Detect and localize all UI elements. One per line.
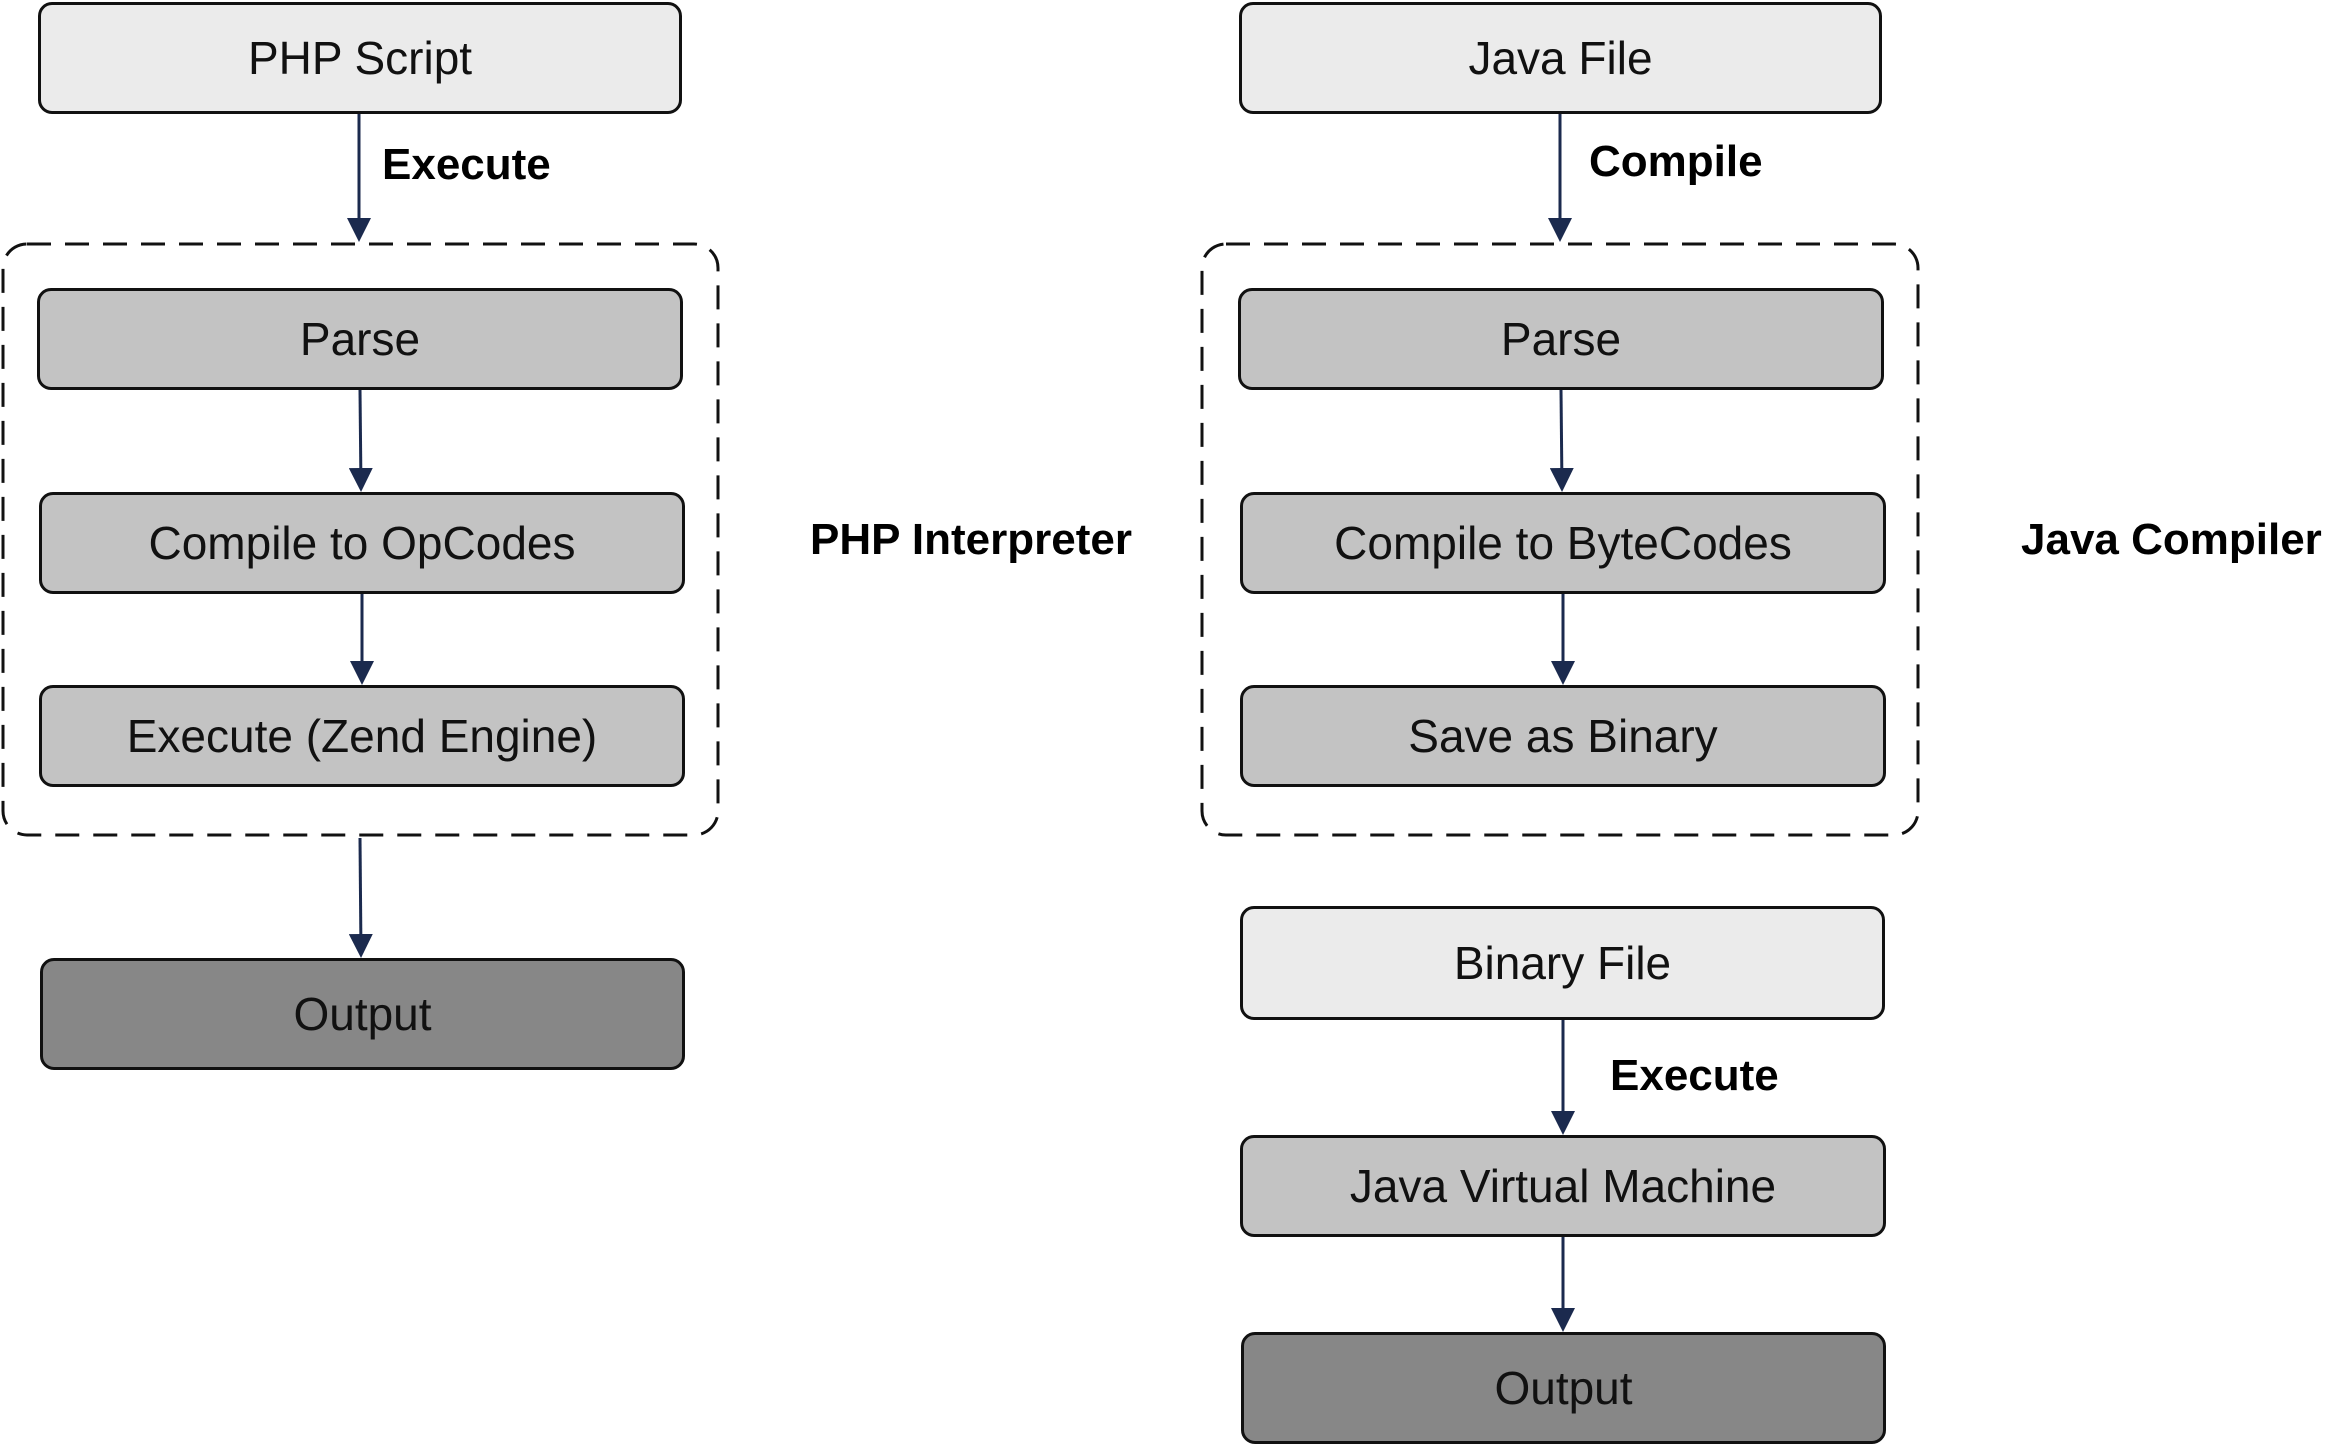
arrow-php-group-to-output <box>348 837 373 958</box>
arrow-php-parse-to-compile <box>348 389 373 492</box>
java-binary-file-label: Binary File <box>1453 937 1672 989</box>
java-save-binary-label: Save as Binary <box>1408 710 1718 762</box>
java-output-label: Output <box>1494 1362 1633 1414</box>
java-compile-edge-label: Compile <box>1589 137 1763 186</box>
java-parse-label: Parse <box>1500 313 1622 365</box>
php-parse-node: Parse <box>37 288 683 390</box>
php-execute-zend-label: Execute (Zend Engine) <box>126 710 598 762</box>
java-parse-node: Parse <box>1238 288 1884 390</box>
java-file-label: Java File <box>1468 32 1653 84</box>
php-execute-edge-label: Execute <box>382 140 551 189</box>
java-binary-file-node: Binary File <box>1240 906 1885 1020</box>
java-virtual-machine-label: Java Virtual Machine <box>1349 1160 1777 1212</box>
java-file-node: Java File <box>1239 2 1882 114</box>
php-output-node: Output <box>40 958 685 1070</box>
arrow-java-parse-to-compile <box>1549 389 1574 492</box>
php-script-node: PHP Script <box>38 2 682 114</box>
java-compile-bytecodes-node: Compile to ByteCodes <box>1240 492 1886 594</box>
php-parse-label: Parse <box>299 313 421 365</box>
java-compiler-group <box>1200 242 1920 837</box>
java-virtual-machine-node: Java Virtual Machine <box>1240 1135 1886 1237</box>
php-compile-opcodes-label: Compile to OpCodes <box>148 517 576 569</box>
java-output-node: Output <box>1241 1332 1886 1444</box>
php-compile-opcodes-node: Compile to OpCodes <box>39 492 685 594</box>
java-compile-bytecodes-label: Compile to ByteCodes <box>1334 517 1792 569</box>
php-script-label: PHP Script <box>247 32 473 84</box>
java-compiler-label: Java Compiler <box>2021 515 2322 564</box>
php-interpreter-label: PHP Interpreter <box>810 515 1132 564</box>
java-save-binary-node: Save as Binary <box>1240 685 1886 787</box>
php-interpreter-group <box>1 242 720 837</box>
php-execute-zend-node: Execute (Zend Engine) <box>39 685 685 787</box>
php-output-label: Output <box>293 988 432 1040</box>
java-execute-edge-label: Execute <box>1610 1051 1779 1100</box>
